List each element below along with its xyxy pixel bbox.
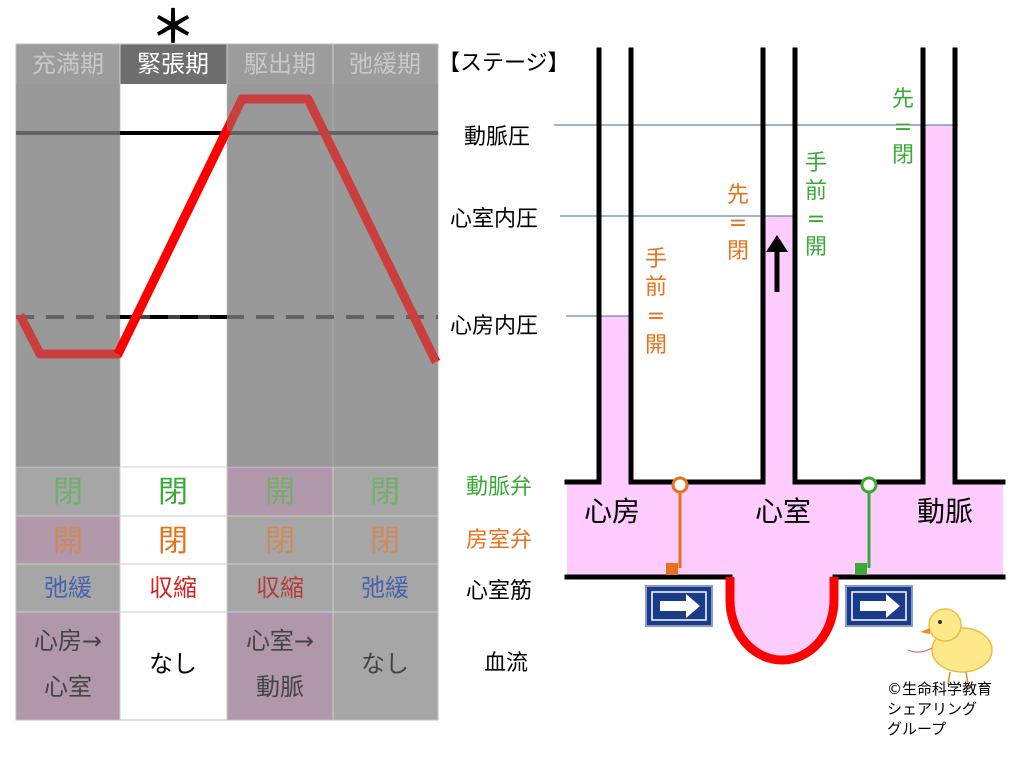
chick-icon (907, 608, 993, 685)
phase-table: ＊ 充満期 緊張期 駆出期 弛緩期 閉 閉 開 閉 開 閉 閉 閉 弛緩 収縮 … (15, 2, 441, 721)
note-char: = (647, 304, 665, 329)
cell-bg (333, 516, 438, 564)
flow-row-label: 血流 (484, 651, 528, 676)
cell-bg (16, 612, 120, 720)
flow-cell-3a: 心室→ (246, 627, 314, 655)
note-char: 手 (805, 151, 827, 176)
ao-back-note: 先 = 閉 (892, 87, 914, 168)
atrial-column-fill (599, 316, 631, 482)
av-valve-row-label: 房室弁 (466, 528, 532, 553)
phase1-dim (16, 84, 120, 467)
note-char: 閉 (727, 239, 749, 264)
muscle-cell-3: 収縮 (256, 574, 304, 602)
cell-bg (16, 467, 120, 516)
ventricular-muscle (725, 577, 839, 665)
aortic-valve-cell-4: 閉 (370, 475, 400, 510)
table-border (15, 43, 439, 721)
phase-header-3: 駆出期 (244, 50, 316, 78)
muscle-cell-1: 弛緩 (44, 574, 92, 602)
up-arrow-icon (766, 235, 788, 292)
heart-schematic: 心房 心室 動脈 手 前 = 開 先 = 閉 手 前 = 開 先 = 閉 (554, 47, 1006, 685)
av-valve-cell-4: 閉 (370, 524, 400, 559)
flow-cell-1a: 心房→ (34, 627, 102, 655)
note-char: 閉 (892, 143, 914, 168)
phase1-graph-bg (16, 84, 120, 467)
cell-bg (333, 564, 438, 612)
aortic-valve-row-label: 動脈弁 (466, 475, 532, 500)
arterial-column-fill (923, 125, 955, 482)
phase2-graph-bg (120, 84, 227, 467)
ventricular-pressure-label: 心室内圧 (450, 207, 538, 232)
ventricular-pressure-curve-active (113, 128, 232, 356)
av-back-note: 先 = 閉 (727, 183, 749, 264)
aortic-valve-hinge (860, 476, 878, 494)
av-valve-cell-2: 閉 (158, 524, 188, 559)
stage-label: 【ステージ】 (438, 51, 570, 76)
phase4-graph-bg (333, 84, 438, 467)
tube-walls (564, 47, 1006, 580)
phase-header-4: 弛緩期 (349, 50, 421, 78)
muscle-cell-4: 弛緩 (361, 574, 409, 602)
cell-bg (16, 516, 120, 564)
flow-cell-2: なし (149, 650, 197, 678)
note-char: 手 (645, 247, 667, 272)
note-char: 前 (805, 179, 827, 204)
phase3-graph-bg (227, 84, 333, 467)
av-valve-cell-1: 開 (53, 524, 83, 559)
aortic-valve-cell-3: 開 (265, 475, 295, 510)
asterisk-mark: ＊ (151, 2, 195, 53)
muscle-row-label: 心室筋 (466, 579, 532, 604)
chamber-fill (567, 482, 1003, 577)
cell-bg (227, 612, 333, 720)
credit-line-2: シェアリング (887, 700, 977, 718)
note-char: = (807, 207, 825, 232)
right-arrow-sign-icon (645, 585, 713, 627)
note-char: 先 (727, 183, 749, 208)
flow-cell-3b: 動脈 (256, 673, 304, 701)
note-char: = (894, 115, 912, 140)
atrial-pressure-label: 心房内圧 (450, 314, 538, 339)
aortic-valve-cell-2: 閉 (158, 475, 188, 510)
phase3-4-dim (227, 84, 438, 467)
ventricle-label: 心室 (755, 495, 811, 528)
aortic-valve-cell-1: 閉 (53, 475, 83, 510)
header-active-bg (120, 44, 227, 84)
cell-bg (333, 467, 438, 516)
aortic-pressure-label: 動脈圧 (464, 125, 530, 150)
right-arrow-sign-icon (845, 585, 913, 627)
phase-header-1: 充満期 (32, 50, 104, 78)
atrium-label: 心房 (584, 495, 640, 528)
flow-cell-1b: 心室 (44, 673, 92, 701)
artery-label: 動脈 (917, 495, 973, 528)
note-char: 開 (805, 235, 827, 260)
note-char: 開 (645, 333, 667, 358)
av-front-note: 手 前 = 開 (645, 247, 667, 358)
cell-bg (16, 564, 120, 612)
credit-line-3: グループ (887, 720, 946, 738)
ao-front-note: 手 前 = 開 (805, 151, 827, 260)
aortic-valve-base (855, 563, 867, 575)
muscle-cell-2: 収縮 (149, 574, 197, 602)
av-valve-base (666, 563, 678, 575)
av-valve-cell-3: 閉 (265, 524, 295, 559)
cell-bg (227, 516, 333, 564)
note-char: = (729, 211, 747, 236)
cell-bg (227, 564, 333, 612)
cell-bg (227, 467, 333, 516)
note-char: 前 (645, 275, 667, 300)
credit-line-1: ©生命科学教育 (887, 680, 992, 698)
cell-bg (333, 612, 438, 720)
flow-cell-4: なし (361, 650, 409, 678)
note-char: 先 (892, 87, 914, 112)
av-valve-hinge (671, 476, 689, 494)
phase-header-2: 緊張期 (137, 50, 209, 78)
